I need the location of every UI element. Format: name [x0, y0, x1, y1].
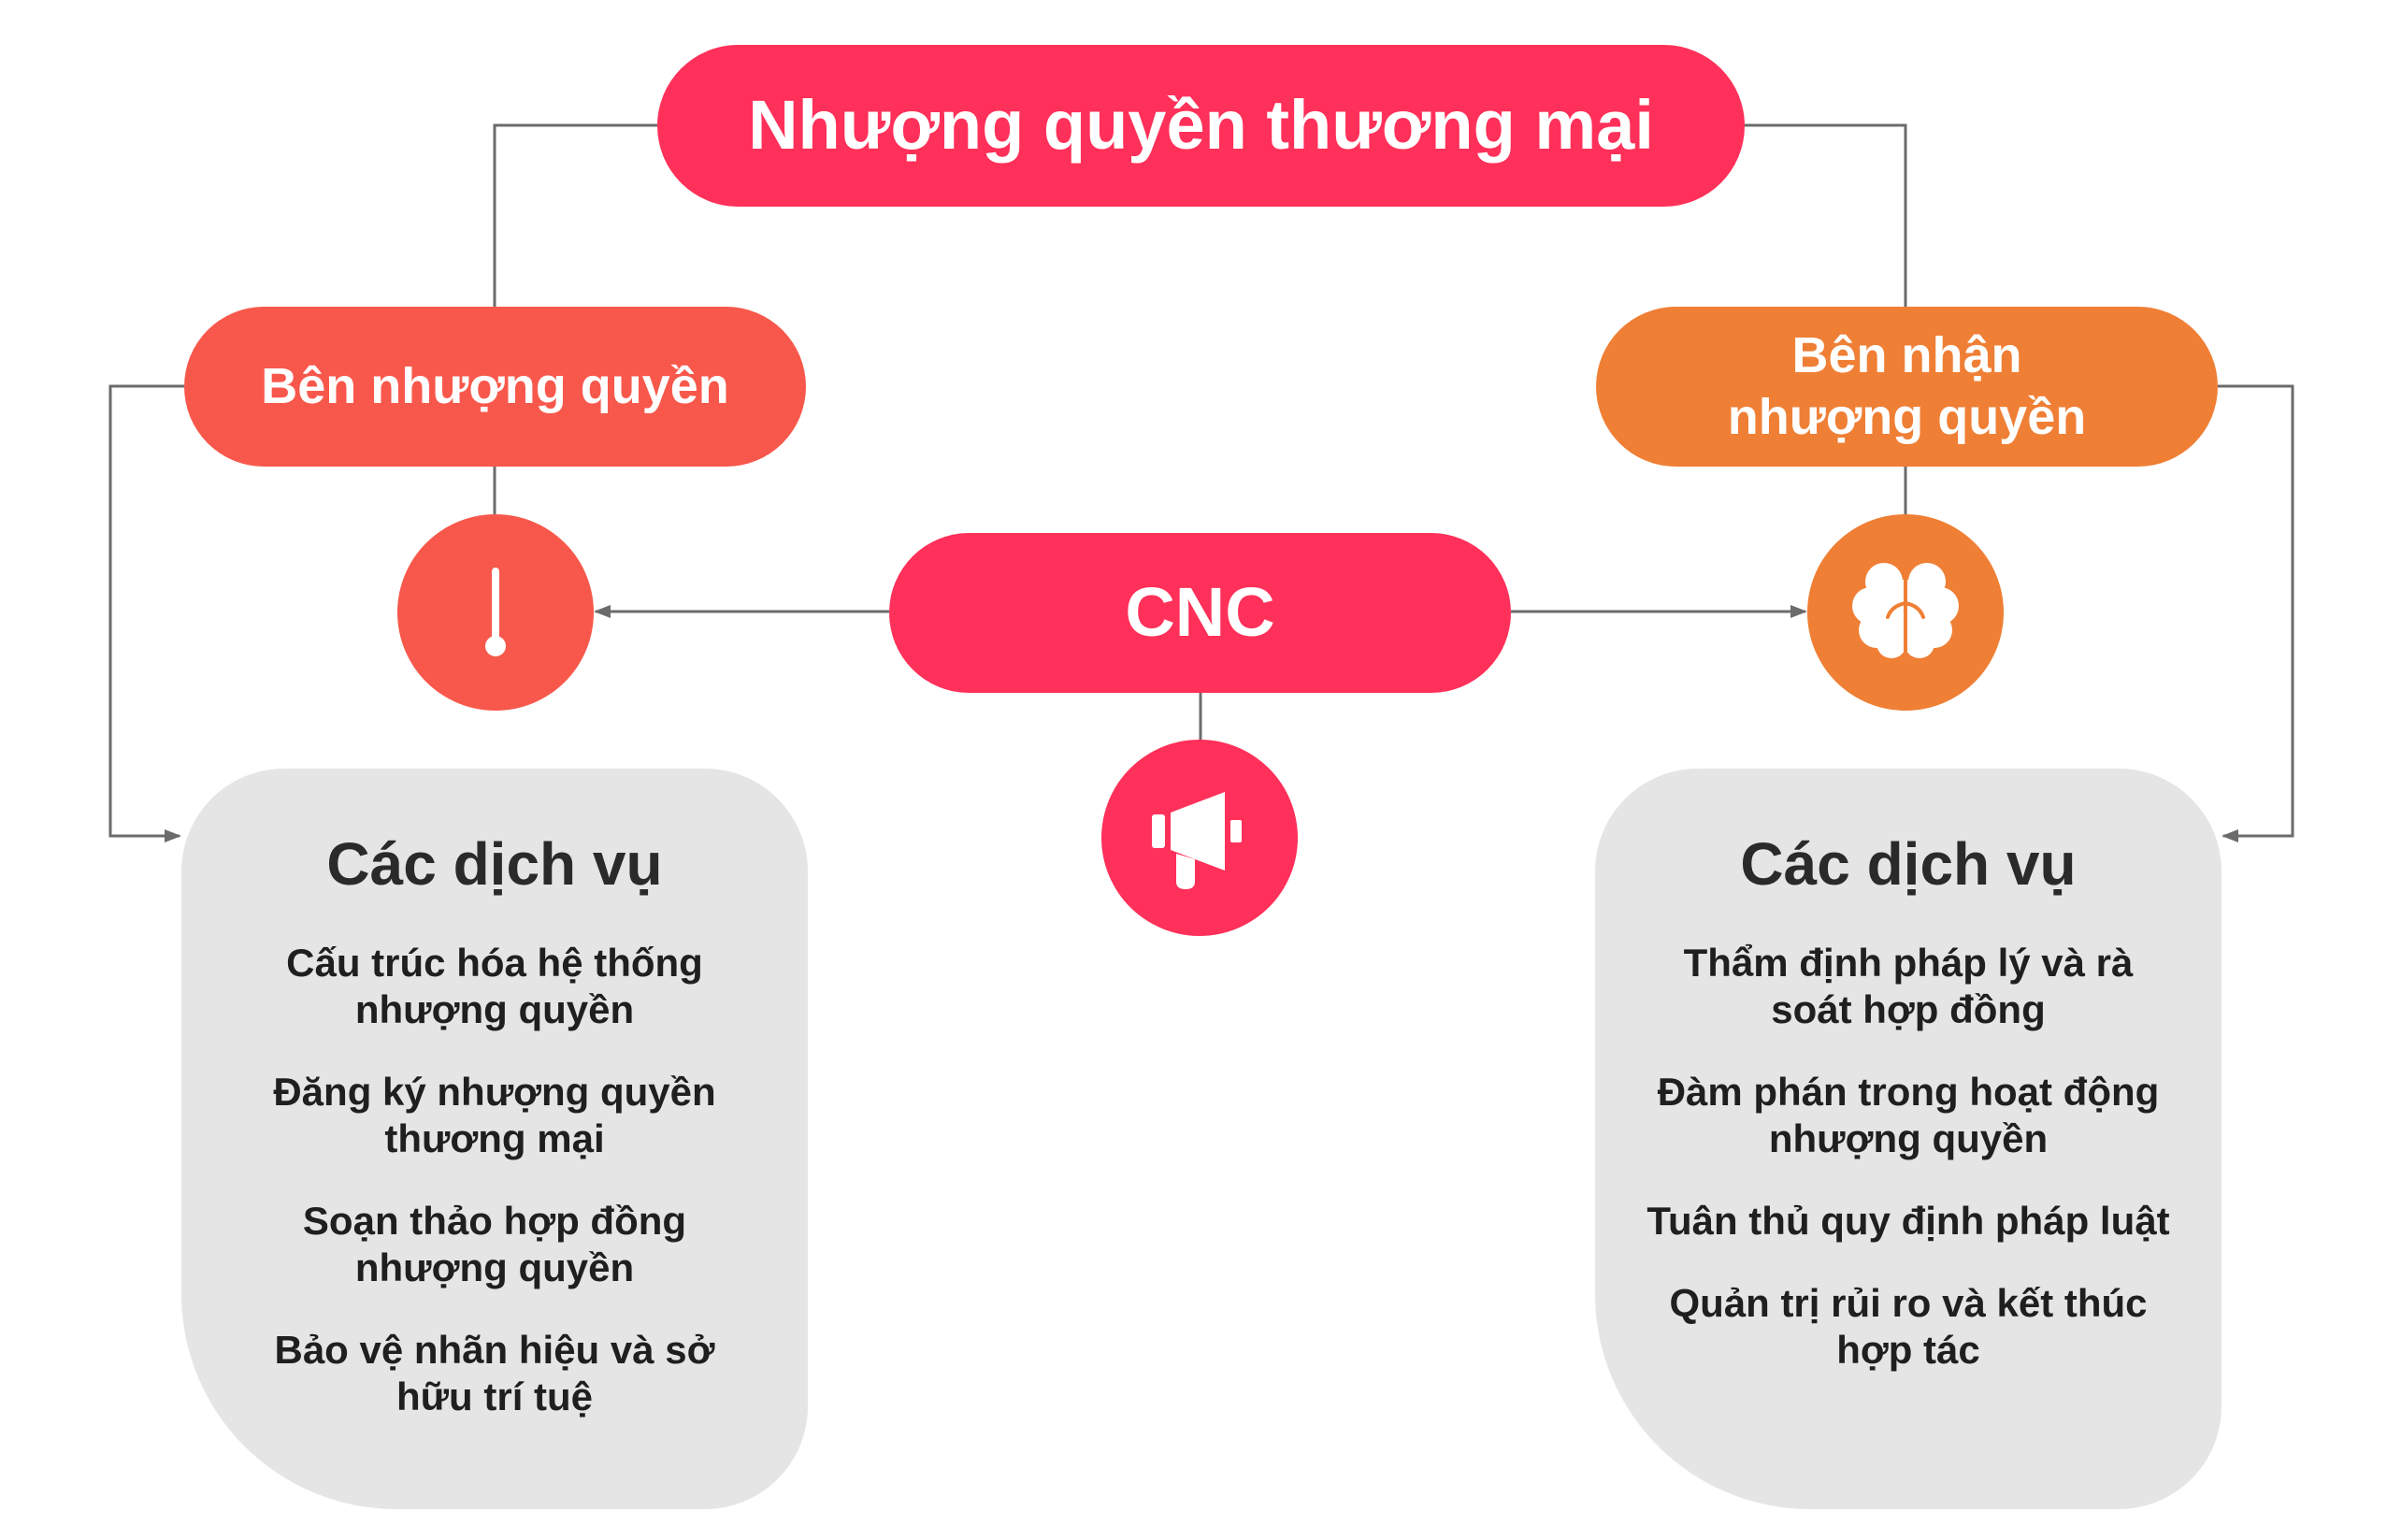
franchisor-service-item: Đăng ký nhượng quyền thương mại	[273, 1070, 716, 1160]
franchisee-pill: Bên nhận nhượng quyền	[1596, 307, 2218, 467]
title-pill: Nhượng quyền thương mại	[657, 45, 1745, 207]
title-label: Nhượng quyền thương mại	[748, 86, 1654, 165]
franchisor-service-item: Cấu trúc hóa hệ thống nhượng quyền	[286, 941, 703, 1031]
franchisee-service-item: Quản trị rủi ro và kết thúc hợp tác	[1669, 1281, 2148, 1372]
connector-title-left	[493, 123, 657, 307]
franchisor-label: Bên nhượng quyền	[261, 357, 729, 414]
thermometer-icon	[485, 568, 506, 656]
franchisor-icon-circle	[397, 514, 594, 711]
center-pill: CNC	[889, 533, 1511, 693]
connector-title-right	[1745, 123, 1907, 307]
arrow-right-pill-to-card	[2218, 384, 2294, 842]
franchisee-service-item: Tuân thủ quy định pháp luật	[1646, 1199, 2170, 1243]
franchisee-icon-circle	[1807, 514, 2004, 711]
arrow-left-pill-to-card	[108, 384, 184, 842]
center-label: CNC	[1125, 573, 1275, 652]
franchisee-label: Bên nhận nhượng quyền	[1727, 326, 2087, 445]
franchisor-service-item: Soạn thảo hợp đồng nhượng quyền	[302, 1199, 687, 1289]
franchisee-services-title: Các dịch vụ	[1740, 830, 2077, 898]
franchisor-services-card: Các dịch vụ Cấu trúc hóa hệ thống nhượng…	[181, 769, 808, 1509]
franchisee-service-item: Đàm phán trong hoạt động nhượng quyền	[1657, 1070, 2160, 1160]
franchisor-service-item: Bảo vệ nhãn hiệu và sở hữu trí tuệ	[274, 1328, 715, 1418]
franchisee-service-item: Thẩm định pháp lý và rà soát hợp đồng	[1683, 941, 2134, 1031]
franchisor-pill: Bên nhượng quyền	[184, 307, 806, 467]
center-icon-circle	[1101, 740, 1298, 936]
franchisor-services-title: Các dịch vụ	[326, 830, 663, 898]
megaphone-icon	[1152, 792, 1242, 889]
franchisee-services-card: Các dịch vụ Thẩm định pháp lý và rà soát…	[1595, 769, 2222, 1509]
brain-icon	[1852, 563, 1959, 658]
